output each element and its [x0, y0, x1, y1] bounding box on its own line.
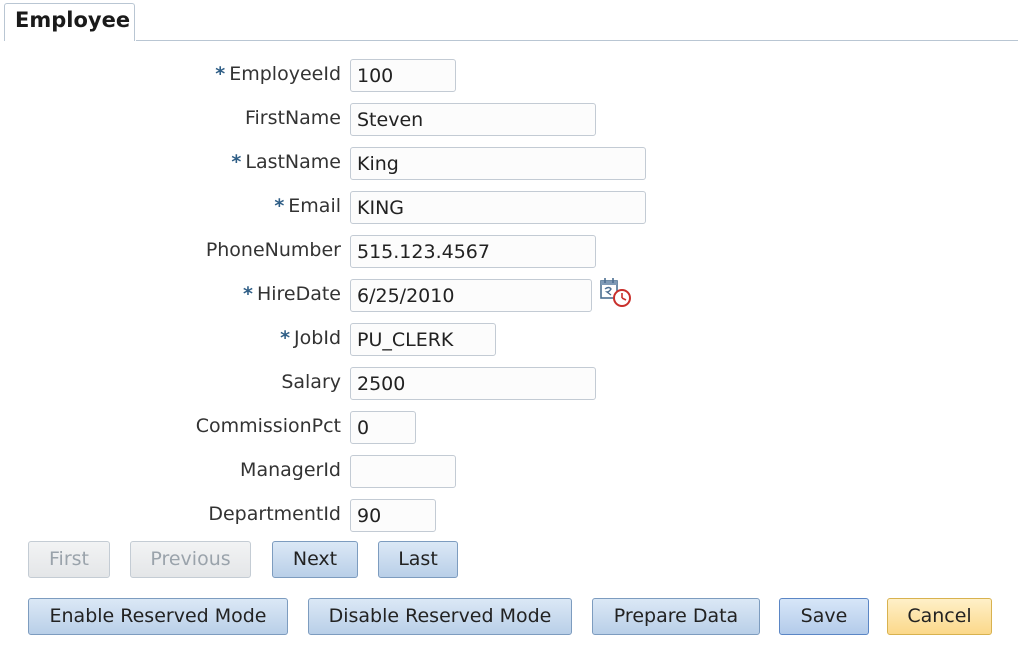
employee-id-label: *EmployeeId	[215, 63, 341, 85]
job-id-label: *JobId	[280, 327, 341, 349]
commission-pct-label: CommissionPct	[195, 415, 341, 437]
phone-number-field[interactable]	[350, 235, 596, 268]
prepare-data-button[interactable]: Prepare Data	[592, 598, 760, 635]
job-id-field[interactable]	[350, 323, 496, 356]
last-name-field[interactable]	[350, 147, 646, 180]
first-button[interactable]: First	[28, 541, 110, 578]
commission-pct-field[interactable]	[350, 411, 416, 444]
department-id-label: DepartmentId	[208, 503, 341, 525]
hire-date-field[interactable]	[350, 279, 592, 312]
required-marker: *	[243, 283, 253, 305]
disable-reserved-mode-button[interactable]: Disable Reserved Mode	[308, 598, 572, 635]
next-button[interactable]: Next	[272, 541, 358, 578]
required-marker: *	[215, 63, 226, 85]
tab-employee[interactable]: Employee	[4, 3, 135, 41]
employee-id-field[interactable]	[350, 59, 456, 92]
required-marker: *	[280, 327, 291, 349]
hire-date-label: *HireDate	[243, 283, 341, 305]
tab-divider	[136, 40, 1018, 41]
required-marker: *	[274, 195, 285, 217]
save-button[interactable]: Save	[779, 598, 869, 635]
email-field[interactable]	[350, 191, 646, 224]
last-name-label: *LastName	[231, 151, 341, 173]
salary-field[interactable]	[350, 367, 596, 400]
salary-label: Salary	[281, 371, 341, 393]
email-label: *Email	[274, 195, 341, 217]
manager-id-label: ManagerId	[240, 459, 341, 481]
calendar-clock-icon	[600, 278, 631, 307]
first-name-label: FirstName	[244, 107, 341, 129]
first-name-field[interactable]	[350, 103, 596, 136]
manager-id-field[interactable]	[350, 455, 456, 488]
required-marker: *	[231, 151, 242, 173]
last-button[interactable]: Last	[378, 541, 458, 578]
previous-button[interactable]: Previous	[130, 541, 251, 578]
cancel-button[interactable]: Cancel	[887, 598, 992, 635]
phone-number-label: PhoneNumber	[205, 239, 341, 261]
date-picker-icon[interactable]	[597, 277, 633, 309]
tab-bar: Employee	[0, 0, 1018, 42]
department-id-field[interactable]	[350, 499, 436, 532]
enable-reserved-mode-button[interactable]: Enable Reserved Mode	[28, 598, 288, 635]
